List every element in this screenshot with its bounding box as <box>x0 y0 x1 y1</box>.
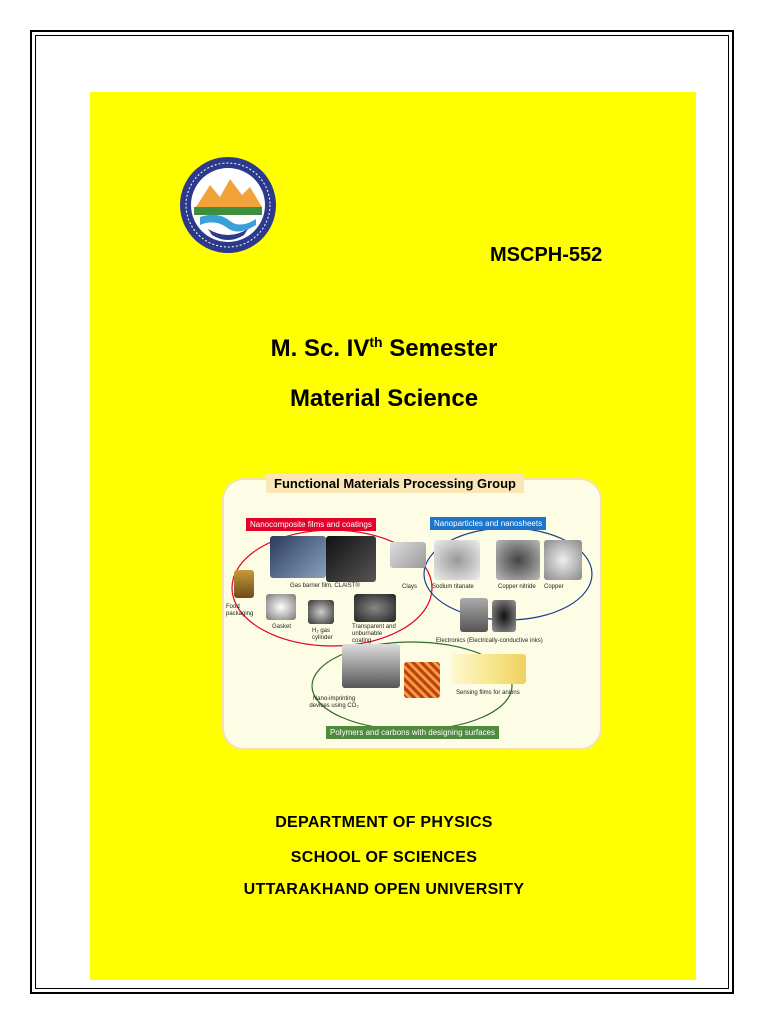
caption-copper: Copper <box>544 584 564 590</box>
photo-sensing-films <box>452 654 526 684</box>
photo-sodium-titanate <box>434 540 480 580</box>
page-border-outer <box>30 30 734 994</box>
photo-food-packaging <box>234 570 254 598</box>
department-name: DEPARTMENT OF PHYSICS <box>275 814 493 831</box>
photo-h2-cylinder <box>308 600 334 624</box>
photo-copper-nitride <box>496 540 540 580</box>
tag-polymers: Polymers and carbons with designing surf… <box>326 726 499 739</box>
caption-transparent: Transparent and unburnable coating <box>352 624 396 644</box>
cover-figure: Functional Materials Processing Group Na… <box>222 474 602 750</box>
semester-title-rest: Semester <box>382 335 498 362</box>
caption-copper-nitride: Copper nitride <box>498 584 536 590</box>
photo-copper <box>544 540 582 580</box>
caption-electronics: Electronics (Electrically-conductive ink… <box>436 638 543 644</box>
caption-sodium: Sodium titanate <box>432 584 474 590</box>
tag-nanocomposite: Nanocomposite films and coatings <box>246 518 376 531</box>
caption-food: Food packaging <box>226 604 254 617</box>
photo-claist <box>326 536 376 582</box>
tag-nanoparticles: Nanoparticles and nanosheets <box>430 517 547 530</box>
subject-title: Material Science <box>289 385 479 412</box>
semester-title: M. Sc. IVth Semester <box>0 334 768 363</box>
caption-h2: H₂ gas cylinder <box>312 628 333 641</box>
caption-sensing: Sensing films for anions <box>456 690 520 696</box>
caption-gas-barrier: Gas barrier film, CLAIST® <box>290 583 360 589</box>
semester-title-sup: th <box>369 334 383 350</box>
caption-gasket: Gasket <box>272 624 292 630</box>
photo-transparent-coating <box>354 594 396 622</box>
photo-gasket <box>266 594 296 620</box>
photo-clays <box>390 542 426 568</box>
photo-electronics-2 <box>492 600 516 632</box>
figure-title: Functional Materials Processing Group <box>266 474 524 493</box>
semester-title-main: M. Sc. IV <box>270 335 370 362</box>
school-name: SCHOOL OF SCIENCES <box>290 849 478 866</box>
caption-clays: Clays <box>402 584 418 590</box>
photo-gas-barrier-film <box>270 536 326 578</box>
course-code: MSCPH-552 <box>490 244 603 266</box>
caption-nano-imprint: Nano-imprinting devices using CO₂ <box>309 696 359 709</box>
photo-electronics-1 <box>460 598 488 632</box>
photo-nano-imprint <box>342 644 400 688</box>
page-border-inner <box>35 35 729 989</box>
university-name: UTTARAKHAND OPEN UNIVERSITY <box>243 881 525 898</box>
photo-nano-pattern <box>404 662 440 698</box>
university-seal-icon <box>180 157 276 253</box>
